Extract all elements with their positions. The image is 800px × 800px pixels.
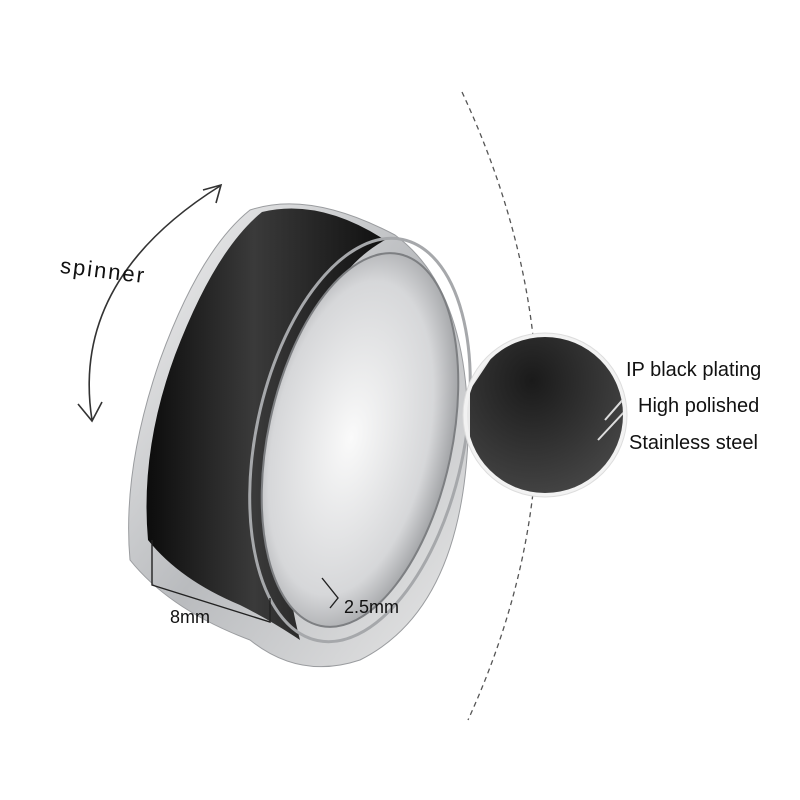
ring-inner: [260, 252, 460, 628]
feature-stainless-steel: Stainless steel: [629, 432, 758, 454]
thickness-dimension-line: [321, 577, 339, 609]
width-label: 8mm: [170, 607, 210, 627]
thickness-label: 2.5mm: [344, 597, 400, 617]
material-closeup: [467, 337, 623, 493]
ring-inner-edge: [248, 236, 472, 644]
arrowhead-bottom-icon: [77, 401, 103, 423]
feature-ip-black-plating: IP black plating: [626, 359, 762, 381]
ring-black-band: [146, 208, 385, 640]
width-dimension-line: [151, 540, 271, 623]
spinner-arrow: [88, 185, 221, 421]
arrowhead-top-icon: [202, 183, 223, 204]
feature-high-polished: High polished: [638, 395, 760, 417]
